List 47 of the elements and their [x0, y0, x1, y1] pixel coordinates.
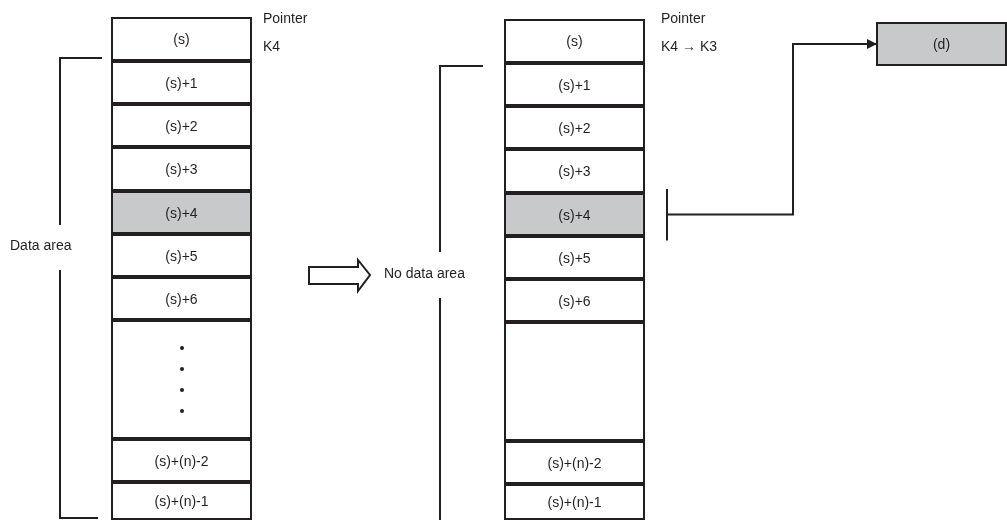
memory-cell	[111, 17, 252, 61]
empty-memory-cell	[504, 322, 645, 441]
memory-cell	[504, 441, 645, 484]
cell-label: (s)+5	[558, 249, 591, 266]
cell-label: (s)+5	[165, 247, 198, 264]
cell-label: (s)	[566, 33, 583, 49]
memory-cell	[504, 484, 645, 520]
cell-label: (s)+1	[165, 74, 198, 91]
cell-label: (s)+4	[558, 206, 591, 223]
cell-label: (s)+(n)-2	[154, 452, 209, 469]
memory-cell	[111, 277, 252, 320]
cell-label: (s)+3	[558, 163, 591, 179]
cell-label: (s)+(n)-1	[154, 493, 209, 509]
connector-arrow	[666, 39, 877, 242]
memory-cell	[111, 61, 252, 104]
cell-label: (s)+(n)-1	[547, 494, 602, 510]
cell-label: (s)+6	[558, 292, 591, 309]
memory-cell	[504, 193, 645, 236]
memory-cell	[504, 63, 645, 106]
memory-cell	[111, 439, 252, 482]
memory-cell	[504, 236, 645, 279]
annotation-text: K4	[263, 38, 281, 54]
cell-label: (s)+1	[558, 76, 591, 93]
memory-cell	[111, 234, 252, 277]
memory-cell	[876, 22, 1007, 66]
memory-cell	[111, 147, 252, 191]
cell-label: (s)+4	[165, 204, 198, 221]
empty-memory-cell	[111, 320, 252, 439]
annotation-text: No data area	[384, 265, 465, 281]
memory-cell	[504, 279, 645, 322]
memory-cell	[504, 19, 645, 63]
annotation-text: Data area	[10, 237, 72, 253]
memory-cell	[111, 191, 252, 234]
memory-cell	[504, 149, 645, 193]
cell-label: (s)+3	[165, 161, 198, 177]
memory-cell	[504, 106, 645, 149]
cell-label: (s)+2	[558, 119, 591, 136]
cell-label: (d)	[932, 36, 951, 52]
annotation-text: K4 → K3	[661, 38, 718, 54]
annotation-text: Pointer	[661, 10, 706, 26]
annotation-text: Pointer	[263, 10, 308, 26]
cell-label: (s)+6	[165, 290, 198, 307]
cell-label: (s)	[173, 31, 190, 47]
cell-label: (s)+2	[165, 117, 198, 134]
cell-label: (s)+(n)-2	[547, 454, 602, 471]
memory-cell	[111, 482, 252, 520]
memory-cell	[111, 104, 252, 147]
